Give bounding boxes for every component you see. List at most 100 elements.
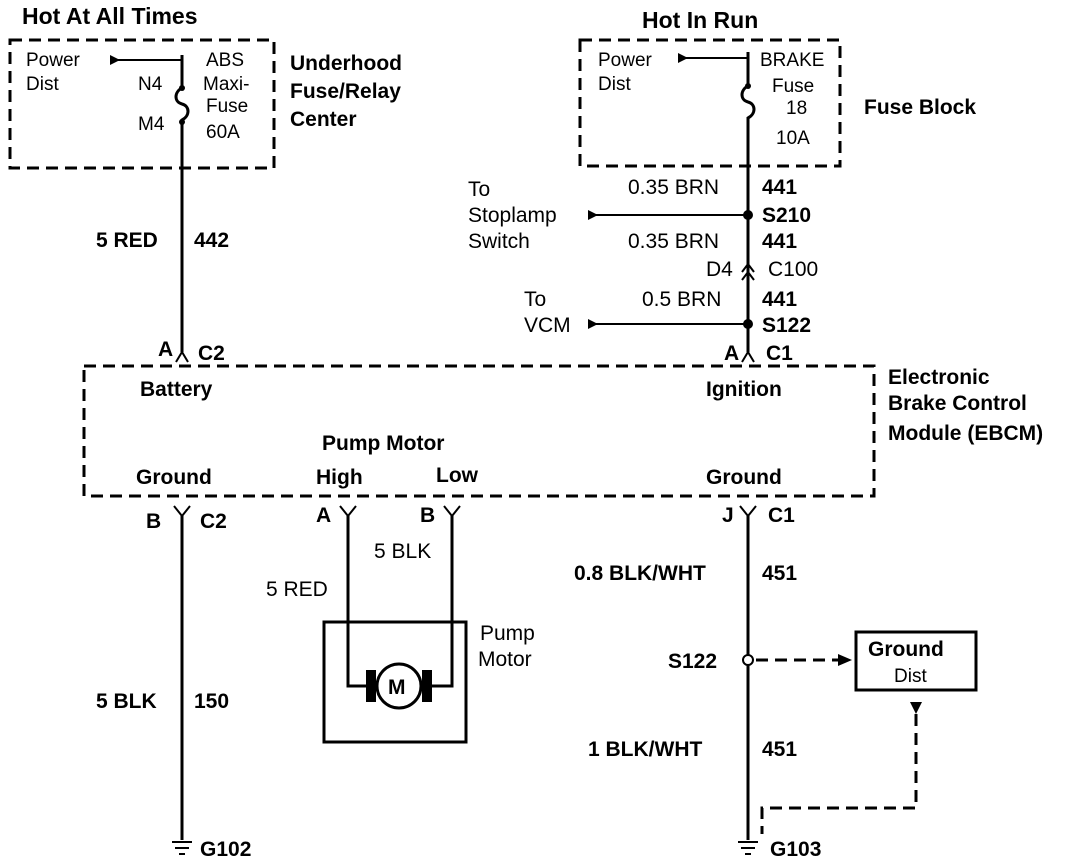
- ground-dist-line1: Ground: [868, 638, 944, 661]
- ebcm-battery-pin: A: [158, 338, 173, 361]
- ebcm-ground-left-connector-symbol: [173, 505, 191, 518]
- stoplamp-label-line3: Switch: [468, 230, 530, 253]
- ignition-wire1-gauge: 0.35 BRN: [628, 176, 719, 199]
- ebcm-high-name: High: [316, 466, 363, 489]
- header-hot-in-run: Hot In Run: [642, 7, 758, 33]
- pump-motor-brush-left: [366, 670, 376, 702]
- battery-wire-gauge-color: 5 RED: [96, 229, 158, 252]
- header-hot-at-all-times: Hot At All Times: [22, 3, 198, 29]
- underhood-power-dist-line2: Dist: [26, 74, 59, 95]
- left-ground-circuit: 150: [194, 690, 229, 713]
- battery-wire-circuit: 442: [194, 229, 229, 252]
- ignition-wire1-circuit: 441: [762, 176, 797, 199]
- ignition-wire2-circuit: 441: [762, 230, 797, 253]
- underhood-label-line3: Center: [290, 108, 357, 131]
- vcm-label-line2: VCM: [524, 314, 571, 337]
- ebcm-ground-left-connector: C2: [200, 510, 227, 533]
- ground-g103-label: G103: [770, 838, 821, 861]
- fuse-block-fuse-symbol: [740, 52, 756, 130]
- ebcm-battery-connector: C2: [198, 342, 225, 365]
- ebcm-low-pin: B: [420, 504, 435, 527]
- underhood-fuse-line1: ABS: [206, 50, 244, 71]
- pump-motor-label-line1: Pump: [480, 622, 535, 645]
- connector-d4-pin: D4: [706, 258, 733, 281]
- right-ground-wire2-gauge: 1 BLK/WHT: [588, 738, 702, 761]
- fuse-block-box: [578, 38, 842, 168]
- right-ground-wire2-circuit: 451: [762, 738, 797, 761]
- ebcm-label-line3: Module (EBCM): [888, 422, 1043, 445]
- ebcm-ignition-connector-symbol: [741, 350, 755, 363]
- ebcm-ground-right-name: Ground: [706, 466, 782, 489]
- stoplamp-label-line2: Stoplamp: [468, 204, 557, 227]
- fuse-block-power-dist-line2: Dist: [598, 74, 631, 95]
- ignition-wire3-gauge: 0.5 BRN: [642, 288, 721, 311]
- pump-low-wire-label: 5 BLK: [374, 540, 431, 563]
- pump-motor-box: [322, 620, 468, 744]
- underhood-label-line1: Underhood: [290, 52, 402, 75]
- ebcm-label-line1: Electronic: [888, 366, 990, 389]
- ebcm-ground-left-name: Ground: [136, 466, 212, 489]
- ebcm-high-pin: A: [316, 504, 331, 527]
- underhood-pin-n4: N4: [138, 74, 163, 95]
- fuse-block-power-dist-line1: Power: [598, 50, 653, 71]
- underhood-fuse-line3: Fuse: [206, 96, 248, 117]
- ebcm-ground-right-connector-symbol: [739, 505, 757, 518]
- ebcm-pump-motor-title: Pump Motor: [322, 432, 444, 455]
- splice-s122-bottom: [742, 654, 754, 666]
- ground-g102-label: G102: [200, 838, 251, 861]
- right-ground-wire1-circuit: 451: [762, 562, 797, 585]
- ignition-wire3-circuit: 441: [762, 288, 797, 311]
- stoplamp-label-line1: To: [468, 178, 490, 201]
- pump-high-wire: [346, 516, 372, 688]
- splice-s210-label: S210: [762, 204, 811, 227]
- left-ground-gauge: 5 BLK: [96, 690, 157, 713]
- right-ground-wire1-gauge: 0.8 BLK/WHT: [574, 562, 706, 585]
- pump-motor-brush-right: [422, 670, 432, 702]
- ground-dist-box: [854, 630, 978, 692]
- underhood-power-dist-line1: Power: [26, 50, 81, 71]
- underhood-fuse-line2: Maxi-: [203, 74, 249, 95]
- ebcm-high-connector-symbol: [339, 505, 357, 518]
- ground-g103-icon: [738, 841, 758, 855]
- splice-s122-bottom-label: S122: [668, 650, 717, 673]
- ebcm-ignition-pin: A: [724, 342, 739, 365]
- pump-high-wire-label: 5 RED: [266, 578, 328, 601]
- fuse-block-fuse-line2: Fuse: [772, 76, 814, 97]
- underhood-label-line2: Fuse/Relay: [290, 80, 401, 103]
- ebcm-battery-connector-symbol: [175, 350, 189, 363]
- pump-motor-symbol: [375, 662, 423, 710]
- ground-dist-return-arrow: [910, 702, 922, 714]
- pump-motor-symbol-letter: M: [388, 676, 406, 699]
- vcm-label-line1: To: [524, 288, 546, 311]
- underhood-fuse-box: [8, 38, 276, 170]
- ebcm-label-line2: Brake Control: [888, 392, 1027, 415]
- fuse-block-fuse-line1: BRAKE: [760, 50, 824, 71]
- ebcm-ignition-connector: C1: [766, 342, 793, 365]
- ebcm-low-name: Low: [436, 464, 479, 487]
- ebcm-ground-right-connector: C1: [768, 504, 795, 527]
- ebcm-battery-name: Battery: [140, 378, 213, 401]
- ebcm-box: [82, 364, 876, 498]
- ebcm-ground-left-pin: B: [146, 510, 161, 533]
- ebcm-ignition-name: Ignition: [706, 378, 782, 401]
- fuse-block-fuse-line3: 18: [786, 98, 807, 119]
- pump-motor-label-line2: Motor: [478, 648, 532, 671]
- connector-c100-symbol: [741, 262, 755, 281]
- fuse-block-label: Fuse Block: [864, 96, 976, 119]
- ground-dist-line2: Dist: [894, 666, 927, 687]
- fuse-block-fuse-terminal: [745, 83, 751, 89]
- ebcm-ground-right-pin: J: [722, 504, 734, 527]
- pump-low-wire: [430, 516, 454, 688]
- ebcm-low-connector-symbol: [443, 505, 461, 518]
- underhood-pin-m4: M4: [138, 114, 165, 135]
- ground-dist-return-wire: [760, 714, 918, 834]
- ground-dist-arrow: [838, 654, 852, 666]
- splice-s122-top-label: S122: [762, 314, 811, 337]
- underhood-fuse-symbol: [174, 55, 190, 130]
- underhood-fuse-terminal-top: [179, 85, 185, 91]
- fuse-block-fuse-line4: 10A: [776, 128, 810, 149]
- underhood-fuse-line4: 60A: [206, 122, 240, 143]
- ground-g102-icon: [172, 841, 192, 855]
- connector-c100-label: C100: [768, 258, 818, 281]
